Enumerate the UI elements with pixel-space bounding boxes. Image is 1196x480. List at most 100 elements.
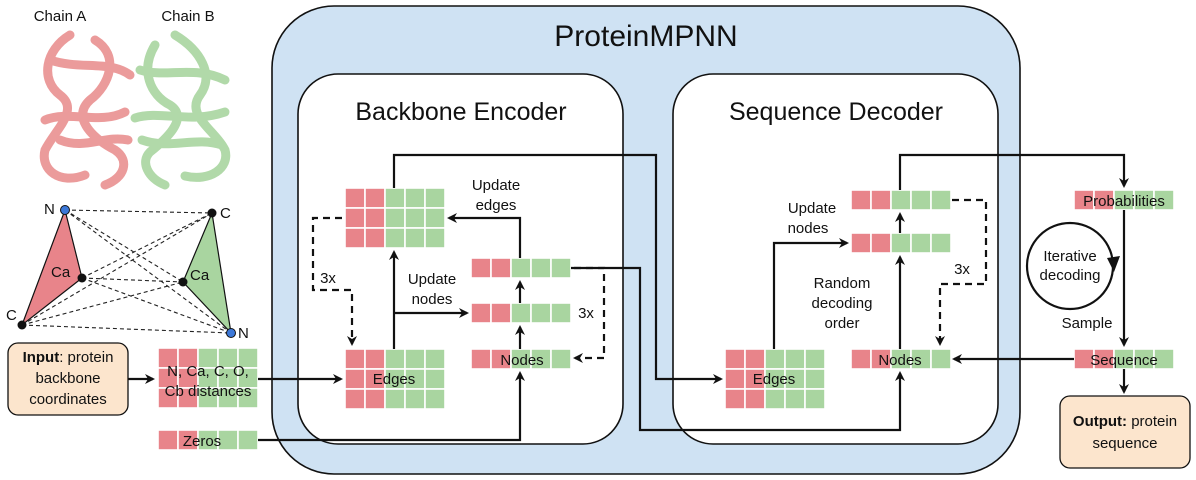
output-box-line1: Output: protein (1073, 413, 1177, 430)
tensor-cell (404, 348, 426, 370)
tensor-cell (470, 348, 492, 370)
output-bold: Output: (1073, 413, 1127, 430)
tensor-cell (724, 368, 746, 390)
decoder-random-line2: decoding (812, 295, 873, 312)
tensor-cell (364, 348, 386, 370)
input-box-line2: backbone (35, 370, 100, 387)
tensor-cell (550, 348, 572, 370)
atom-n-right (226, 328, 236, 338)
encoder-update-edges-line2: edges (476, 197, 517, 214)
tensor-cell (550, 302, 572, 324)
input-box-line1: Input: protein (23, 349, 114, 366)
iterative-decoding-arrowhead (1107, 256, 1120, 272)
tensor-cell (424, 348, 446, 370)
arrow-encoder-nodes-to-decoder (571, 266, 905, 432)
tensor-cell (910, 232, 932, 254)
atom-label-ca-right: Ca (190, 267, 210, 284)
tensor-cell (344, 187, 366, 209)
tensor-cell (784, 388, 806, 410)
probabilities-label: Probabilities (1083, 193, 1165, 210)
arrow-decoder-update-nodes (772, 238, 849, 349)
output-rest: protein (1127, 413, 1177, 430)
tensor-cell (157, 429, 179, 451)
atom-n-left (60, 205, 70, 215)
tensor-cell (364, 388, 386, 410)
tensor-cell (424, 368, 446, 390)
features-label-line2: Cb distances (165, 383, 252, 400)
tensor-cell (404, 207, 426, 229)
tensor-cell (237, 387, 259, 409)
decoder-random-line3: order (824, 315, 859, 332)
tensor-cell (890, 232, 912, 254)
chain-b-ribbon (130, 30, 231, 190)
tensor-cell (424, 187, 446, 209)
tensor-cell (550, 257, 572, 279)
atom-ca-left (77, 273, 87, 283)
chain-a-label: Chain A (34, 8, 87, 25)
decoder-update-nodes-line2: nodes (788, 220, 829, 237)
tensor-cell (890, 189, 912, 211)
tensor-cell (784, 348, 806, 370)
tensor-cell (344, 368, 366, 390)
atom-ca-right (178, 277, 188, 287)
tensor-cell (870, 232, 892, 254)
input-bold: Input (23, 349, 60, 366)
encoder-title: Backbone Encoder (355, 98, 566, 126)
tensor-cell (384, 207, 406, 229)
atom-label-c-right: C (220, 205, 231, 222)
tensor-cell (850, 348, 872, 370)
atom-c-left (17, 320, 27, 330)
tensor-cell (510, 302, 532, 324)
decoder-panel (672, 73, 999, 445)
tensor-cell (424, 227, 446, 249)
zeros-label: Zeros (183, 433, 221, 450)
sequence-label: Sequence (1090, 352, 1158, 369)
sequence-row (1073, 348, 1175, 370)
encoder-repeat-left: 3x (320, 270, 336, 287)
tensor-cell (424, 207, 446, 229)
encoder-repeat-right: 3x (578, 305, 594, 322)
input-rest: : protein (59, 349, 113, 366)
tensor-cell (930, 232, 952, 254)
output-box (1059, 395, 1191, 469)
proteinmpnn-title: ProteinMPNN (554, 20, 737, 53)
encoder-nodes-row (470, 348, 572, 370)
output-box-line2: sequence (1092, 435, 1157, 452)
tensor-cell (237, 429, 259, 451)
atom-label-n-right: N (238, 325, 249, 342)
atom-c-right (207, 208, 217, 218)
decoder-repeat: 3x (954, 261, 970, 278)
atom-label-n-left: N (44, 201, 55, 218)
features-grid (157, 347, 259, 409)
decoder-nodes-row (850, 348, 952, 370)
input-box-line3: coordinates (29, 391, 107, 408)
decoder-update-nodes-line1: Update (788, 200, 836, 217)
tensor-cell (344, 348, 366, 370)
tensor-cell (404, 388, 426, 410)
loop-decoder-nodes (935, 198, 988, 346)
loop-encoder-edges (311, 216, 357, 346)
tensor-cell (384, 187, 406, 209)
tensor-cell (530, 302, 552, 324)
arrow-zeros-to-nodes (258, 371, 525, 442)
encoder-node-row-1 (470, 257, 572, 279)
tensor-cell (344, 207, 366, 229)
encoder-edges-bottom-grid (344, 348, 446, 410)
zeros-row (157, 429, 259, 451)
tensor-cell (764, 348, 786, 370)
iterative-decoding-line2: decoding (1040, 267, 1101, 284)
connectors (128, 153, 1129, 442)
tensor-cell (404, 227, 426, 249)
tensor-cell (510, 257, 532, 279)
arrow-encoder-edges-to-decoder (392, 153, 723, 384)
tensor-cell (490, 302, 512, 324)
tensor-cell (1153, 348, 1175, 370)
decoder-nodes-label: Nodes (878, 352, 921, 369)
decoder-node-row-1 (850, 189, 952, 211)
tensor-cell (364, 187, 386, 209)
tensor-cell (724, 388, 746, 410)
decoder-edges-grid (724, 348, 826, 410)
encoder-edges-top-grid (344, 187, 446, 249)
right-residue-triangle (182, 210, 232, 335)
